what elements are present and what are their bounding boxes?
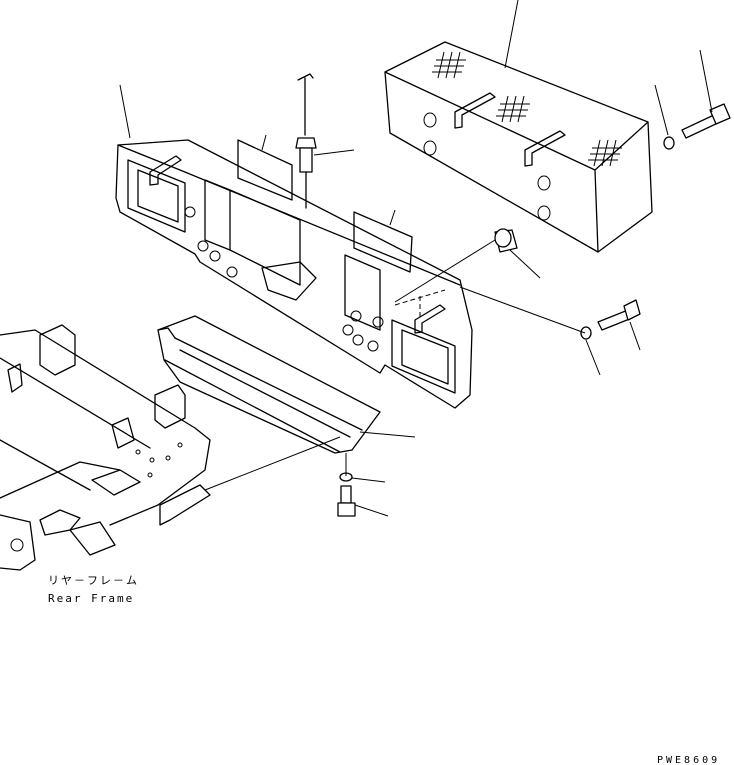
bolt-bottom bbox=[337, 485, 356, 517]
leader-spacer bbox=[509, 249, 541, 279]
leader-bolt-bottom bbox=[354, 504, 389, 517]
rear-frame-label-en: Rear Frame bbox=[48, 592, 134, 605]
rear-frame-label-jp: リヤ－フレ－ム bbox=[48, 574, 139, 587]
rear-frame bbox=[0, 324, 211, 571]
hatch-pad-1 bbox=[432, 51, 466, 79]
leader-bolt-lower bbox=[629, 321, 641, 351]
bolt-upper bbox=[681, 103, 731, 139]
hatch-pad-3 bbox=[588, 139, 622, 167]
bolt-lower bbox=[597, 299, 641, 331]
leader-washer-upper bbox=[654, 84, 669, 136]
cover-plate bbox=[157, 315, 381, 454]
level-gauge bbox=[295, 73, 317, 209]
washer-lower bbox=[580, 326, 592, 340]
leader-bumper bbox=[119, 84, 131, 139]
spacer bbox=[494, 228, 518, 253]
leader-counterweight bbox=[504, 0, 519, 69]
leader-washer-bottom bbox=[351, 477, 386, 483]
assembly-lines bbox=[204, 239, 586, 491]
hatch-pad-2 bbox=[496, 95, 530, 123]
bumper-bracket bbox=[115, 139, 473, 409]
leader-gauge bbox=[313, 149, 355, 156]
washer-upper bbox=[663, 136, 675, 150]
drawing-code: PWE8609 bbox=[657, 755, 720, 765]
leader-lines bbox=[119, 0, 713, 517]
counterweight-block bbox=[384, 41, 653, 253]
leader-plate-1 bbox=[261, 134, 267, 151]
leader-plate-2 bbox=[389, 209, 396, 226]
leader-cover bbox=[359, 431, 416, 438]
leader-bolt-upper bbox=[699, 49, 713, 113]
leader-washer-lower bbox=[585, 339, 601, 376]
